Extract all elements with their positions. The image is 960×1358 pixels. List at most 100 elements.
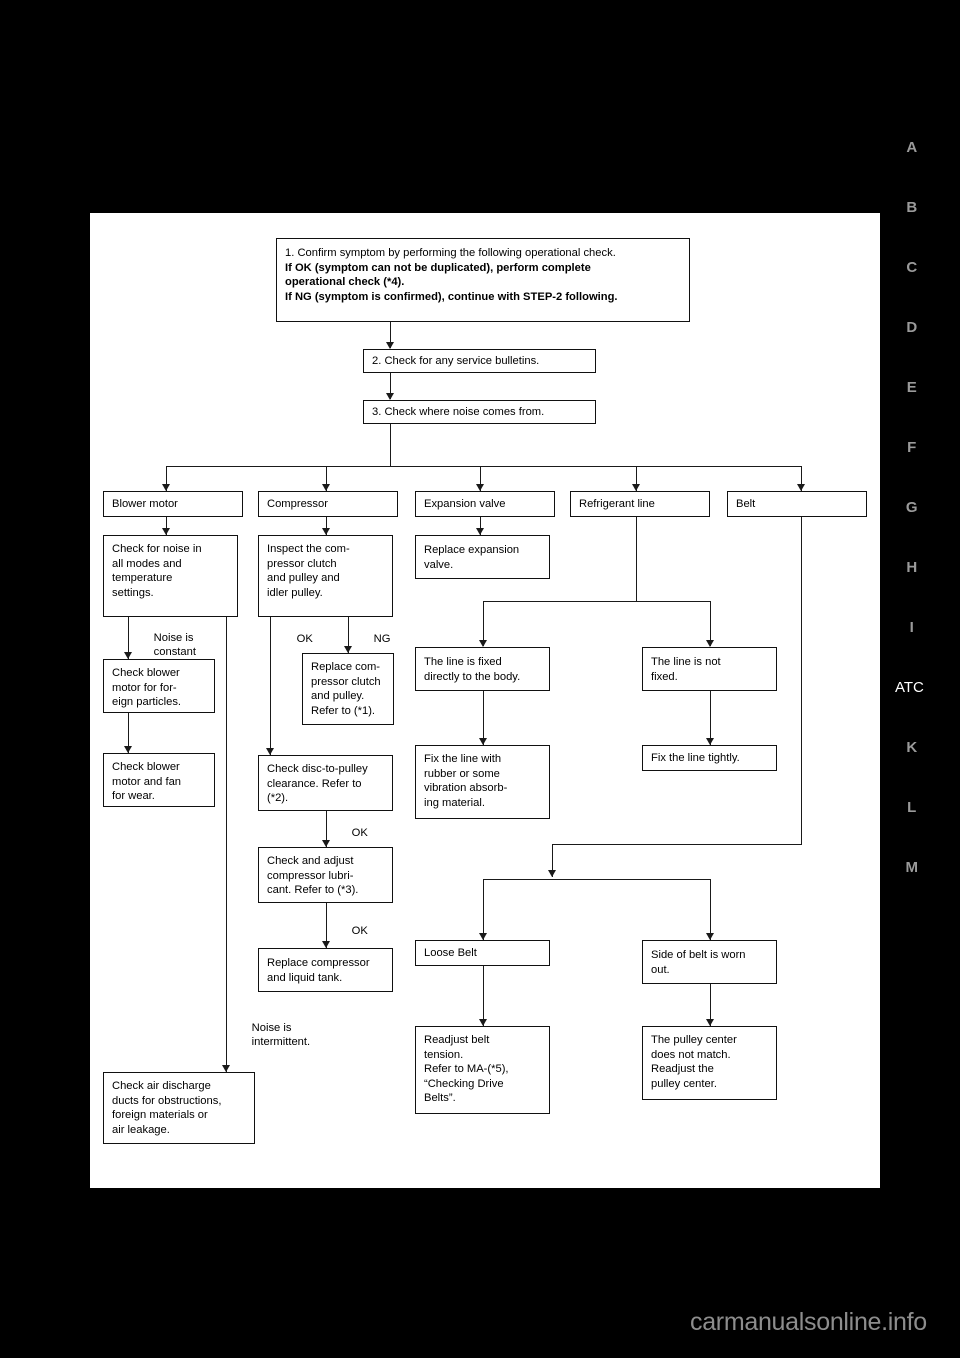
edge-refrigerant-drop-right <box>710 601 711 646</box>
edge-bus-drop-expansion <box>480 466 481 491</box>
edge-label-compressor-ok-2: OK <box>333 811 368 855</box>
arrow-belt-worn-to-pulley <box>706 1019 714 1026</box>
section-tab-e[interactable]: E <box>906 379 918 396</box>
node-step1-line-1: 1. Confirm symptom by performing the fol… <box>285 247 616 259</box>
node-blower-air-discharge-ducts-line-2: ducts for obstructions, <box>112 1094 222 1107</box>
node-compressor-replace-clutch-line-1: Replace com- <box>311 661 381 673</box>
node-refrigerant-line-not-fixed-line-2: fixed. <box>651 670 678 683</box>
node-blower-air-discharge-ducts-line-1: Check air discharge <box>112 1080 211 1092</box>
arrow-blower-particles-to-wear <box>124 746 132 753</box>
node-compressor-lubricant-line-3: cant. Refer to (*3). <box>267 884 359 897</box>
node-refrigerant-line-not-fixed: The line is not fixed. <box>642 647 777 691</box>
site-watermark: carmanualsonline.info <box>690 1308 927 1336</box>
edge-refrigerant-notfixed-to-tight <box>710 691 711 745</box>
node-blower-check-noise: Check for noise in all modes and tempera… <box>103 535 238 617</box>
node-compressor-lubricant-line-1: Check and adjust <box>267 855 354 867</box>
edge-label-compressor-ng-text: NG <box>373 632 391 645</box>
edge-blower-noise-constant <box>128 617 129 659</box>
arrow-compressor-ng <box>344 646 352 653</box>
node-belt-loose-line-1: Loose Belt <box>424 947 477 959</box>
node-compressor-lubricant-line-2: compressor lubri- <box>267 869 354 882</box>
edge-compressor-to-inspect <box>326 517 327 535</box>
edge-label-compressor-ok-3-text: OK <box>351 924 368 937</box>
arrow-refrigerant-left <box>479 640 487 647</box>
node-blower-motor-fan-wear-line-1: Check blower <box>112 761 180 773</box>
node-refrigerant-fix-tightly-line-1: Fix the line tightly. <box>651 752 740 764</box>
section-tab-i[interactable]: I <box>909 619 915 636</box>
arrow-bus-blower <box>162 484 170 491</box>
edge-blower-noise-intermittent <box>226 617 227 1072</box>
node-compressor-inspect-clutch-line-2: pressor clutch <box>267 557 337 570</box>
edge-belt-drop-right <box>710 879 711 940</box>
edge-bus-drop-blower <box>166 466 167 491</box>
node-expansion-replace-valve-line-2: valve. <box>424 558 454 571</box>
node-refrigerant-fix-with-rubber-line-4: ing material. <box>424 796 485 809</box>
edge-bus-drop-refrigerant <box>636 466 637 491</box>
section-tab-c[interactable]: C <box>906 259 918 276</box>
node-compressor-replace-clutch-line-2: pressor clutch <box>311 675 381 688</box>
node-blower-motor-fan-wear-line-2: motor and fan <box>112 775 182 788</box>
section-tab-b[interactable]: B <box>906 199 918 216</box>
section-tab-rail: A B C D E F G H I ATC K L M <box>895 140 945 875</box>
node-refrigerant-fix-with-rubber-line-1: Fix the line with <box>424 753 502 765</box>
arrow-compressor-ok <box>266 748 274 755</box>
arrow-bus-expansion <box>476 484 484 491</box>
edge-bus-drop-belt <box>801 466 802 491</box>
node-refrigerant-fix-with-rubber-line-3: vibration absorb- <box>424 782 508 795</box>
node-blower-foreign-particles: Check blower motor for for- eign particl… <box>103 659 215 713</box>
node-refrigerant-fix-with-rubber-line-2: rubber or some <box>424 767 500 780</box>
node-category-compressor: Compressor <box>258 491 398 517</box>
node-belt-pulley-center-line-1: The pulley center <box>651 1034 737 1046</box>
node-compressor-inspect-clutch: Inspect the com- pressor clutch and pull… <box>258 535 393 617</box>
section-tab-f[interactable]: F <box>907 439 917 456</box>
node-compressor-disc-to-pulley: Check disc-to-pulley clearance. Refer to… <box>258 755 393 811</box>
section-tab-atc[interactable]: ATC <box>895 679 924 696</box>
section-tab-d[interactable]: D <box>906 319 918 336</box>
edge-label-compressor-ok-2-text: OK <box>351 826 368 839</box>
arrow-belt-right <box>706 933 714 940</box>
node-category-expansion-valve-label: Expansion valve <box>424 498 506 510</box>
edge-belt-worn-to-pulley <box>710 984 711 1026</box>
node-belt-readjust-tension-line-3: Refer to MA-(*5), <box>424 1063 509 1076</box>
node-step3: 3. Check where noise comes from. <box>363 400 596 424</box>
edge-belt-drop-left <box>483 879 484 940</box>
node-belt-worn-out: Side of belt is worn out. <box>642 940 777 984</box>
node-refrigerant-fix-tightly: Fix the line tightly. <box>642 745 777 771</box>
node-step2: 2. Check for any service bulletins. <box>363 349 596 373</box>
edge-label-noise-constant: Noise is constant <box>135 616 196 674</box>
node-compressor-replace-clutch-line-4: Refer to (*1). <box>311 704 376 717</box>
node-compressor-replace-compressor-line-2: and liquid tank. <box>267 971 343 984</box>
node-step1-line-3: operational check (*4). <box>285 276 405 289</box>
arrow-refrigerant-notfixed-to-tight <box>706 738 714 745</box>
node-category-refrigerant-line: Refrigerant line <box>570 491 710 517</box>
section-tab-a[interactable]: A <box>906 139 918 156</box>
edge-label-noise-constant-line-2: constant <box>153 646 196 659</box>
node-category-expansion-valve: Expansion valve <box>415 491 555 517</box>
section-tab-l[interactable]: L <box>907 799 917 816</box>
node-compressor-replace-compressor: Replace compressor and liquid tank. <box>258 948 393 992</box>
section-tab-g[interactable]: G <box>905 499 919 516</box>
edge-label-noise-constant-line-1: Noise is <box>153 631 194 644</box>
edge-belt-stem <box>801 517 802 845</box>
arrow-bus-refrigerant <box>632 484 640 491</box>
section-tab-k[interactable]: K <box>906 739 918 756</box>
arrow-bus-compressor <box>322 484 330 491</box>
node-compressor-replace-clutch: Replace com- pressor clutch and pulley. … <box>302 653 394 725</box>
edge-bus-drop-compressor <box>326 466 327 491</box>
node-category-refrigerant-line-label: Refrigerant line <box>579 498 655 510</box>
section-tab-m[interactable]: M <box>905 859 919 876</box>
manual-page-sheet: 1. Confirm symptom by performing the fol… <box>90 213 880 1188</box>
arrow-belt-left <box>479 933 487 940</box>
arrow-blower-to-check1 <box>162 528 170 535</box>
node-compressor-replace-clutch-line-3: and pulley. <box>311 690 365 703</box>
arrow-refrigerant-right <box>706 640 714 647</box>
node-refrigerant-line-not-fixed-line-1: The line is not <box>651 656 721 668</box>
edge-label-noise-intermittent-line-2: intermittent. <box>251 1036 311 1049</box>
edge-refrigerant-fixed-to-rubber <box>483 691 484 745</box>
node-refrigerant-line-fixed-line-2: directly to the body. <box>424 670 521 683</box>
node-step1-line-4: If NG (symptom is confirmed), continue w… <box>285 290 618 303</box>
node-expansion-replace-valve: Replace expansion valve. <box>415 535 550 579</box>
edge-belt-split <box>483 879 710 880</box>
section-tab-h[interactable]: H <box>906 559 918 576</box>
